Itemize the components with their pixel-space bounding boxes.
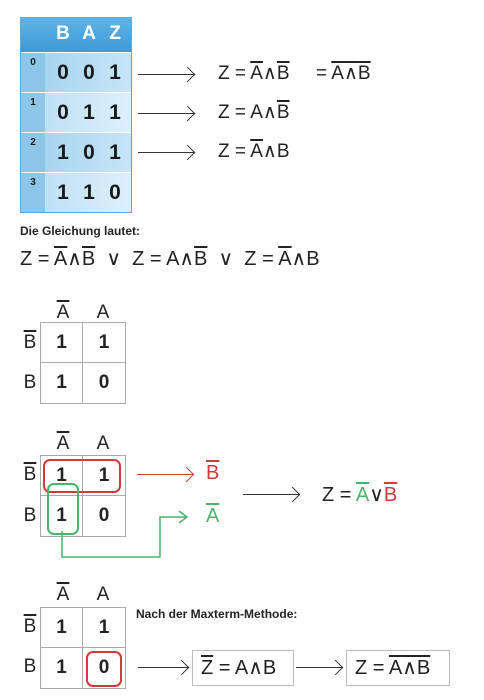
box-notZ [192, 650, 294, 686]
kmap2-cell: 1 [41, 496, 83, 536]
row-index: 0 [21, 53, 45, 92]
kmap2-cell: 1 [83, 456, 125, 496]
arrow-row0 [138, 74, 194, 75]
kmap1-grid: 1 1 1 0 [40, 322, 126, 404]
group-green-notA [47, 483, 79, 535]
kmap2-row-notB: B [23, 464, 37, 485]
kmap3-row-B: B [23, 656, 37, 677]
kmap1-cell: 1 [41, 363, 83, 403]
result-equation: Z = A∨B [322, 484, 398, 506]
equation-Z-final: Z = A∧B [355, 657, 431, 679]
kmap1-cell: 1 [83, 323, 125, 363]
kmap1-col-A: A [96, 302, 110, 323]
truth-table-header: B A Z [21, 18, 131, 52]
table-row: 3 1 1 0 [21, 172, 131, 212]
kmap3-row-notB: B [23, 616, 37, 637]
kmap3-cell: 1 [83, 608, 125, 648]
kmap2-col-notA: A [56, 433, 70, 454]
box-Z [346, 650, 450, 686]
arrow-maxterm1 [138, 667, 188, 668]
equation-row0: Z = A∧B = A∧B [218, 63, 371, 84]
kmap1-row-B: B [23, 372, 37, 393]
table-row: 0 0 0 1 [21, 52, 131, 92]
arrow-red [137, 474, 193, 475]
kmap1-col-notA: A [56, 302, 70, 323]
kmap3-col-A: A [96, 584, 110, 605]
cell-b: 0 [57, 61, 69, 84]
header-z: Z [109, 23, 121, 44]
row-index: 2 [21, 133, 45, 172]
arrow-maxterm2 [296, 667, 342, 668]
row-index: 3 [21, 173, 45, 212]
term-notA: A [206, 505, 220, 527]
header-b: B [56, 23, 70, 44]
equation-row2: Z = A∧B [218, 141, 290, 162]
cell-a: 0 [83, 61, 95, 84]
kmap3-cell: 0 [98, 657, 110, 678]
header-a: A [82, 23, 96, 44]
arrow-row2 [138, 152, 194, 153]
cell-z: 0 [109, 181, 121, 204]
cell-z: 1 [109, 61, 121, 84]
kmap2-cell: 0 [98, 505, 110, 526]
cell-z: 1 [109, 101, 121, 124]
connector-green [61, 510, 189, 558]
cell-a: 1 [83, 181, 95, 204]
kmap2-grid: 1 1 1 0 [40, 455, 126, 537]
full-equation: Z = A∧B ∨ Z = A∧B ∨ Z = A∧B [20, 248, 320, 270]
arrow-result [243, 494, 299, 495]
cell-b: 1 [57, 141, 69, 164]
maxterm-heading: Nach der Maxterm-Methode: [136, 607, 298, 621]
table-row: 1 0 1 1 [21, 92, 131, 132]
kmap1-cell: 1 [41, 323, 83, 363]
kmap3-cell: 1 [41, 608, 83, 648]
kmap3-cell: 1 [41, 648, 83, 688]
table-row: 2 1 0 1 [21, 132, 131, 172]
truth-table: B A Z 0 0 0 1 1 0 1 1 2 1 0 1 3 1 1 0 [20, 17, 132, 213]
term-notB: B [206, 462, 220, 484]
cell-a: 0 [83, 141, 95, 164]
row-index: 1 [21, 93, 45, 132]
kmap1-row-notB: B [23, 332, 37, 353]
kmap3-col-notA: A [56, 584, 70, 605]
cell-b: 1 [57, 181, 69, 204]
kmap3-grid: 1 1 1 0 [40, 607, 126, 689]
equation-row1: Z = A∧B [218, 102, 290, 123]
equation-notZ: Z = A∧B [201, 657, 277, 679]
cell-z: 1 [109, 141, 121, 164]
arrow-row1 [138, 113, 194, 114]
kmap2-col-A: A [96, 433, 110, 454]
group-red-notB [43, 459, 121, 493]
cell-a: 1 [83, 101, 95, 124]
kmap2-cell: 1 [41, 456, 83, 496]
group-red-zero [86, 651, 122, 687]
kmap2-row-B: B [23, 505, 37, 526]
kmap1-cell: 0 [98, 372, 110, 393]
equation-heading: Die Gleichung lautet: [20, 224, 141, 238]
cell-b: 0 [57, 101, 69, 124]
